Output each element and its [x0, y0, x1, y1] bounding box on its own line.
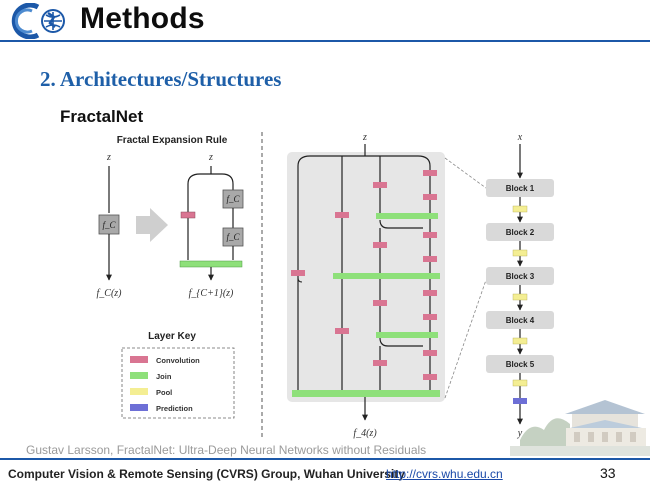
footer-organization: Computer Vision & Remote Sensing (CVRS) … [8, 467, 405, 481]
expansion-rule-title: Fractal Expansion Rule [117, 135, 228, 146]
block-2: Block 2 [486, 223, 554, 241]
z-label-rule: z [208, 152, 213, 163]
page-number: 33 [600, 465, 616, 481]
expansion-arrow-icon [136, 208, 168, 242]
campus-building-watermark [510, 400, 650, 456]
z-label-left: z [106, 152, 111, 163]
slide-title: Methods [80, 2, 205, 35]
svg-text:Prediction: Prediction [156, 404, 193, 413]
layer-key-title: Layer Key [148, 331, 196, 342]
x-label: x [517, 132, 523, 143]
fc-output-label: f_C(z) [97, 288, 123, 299]
svg-text:Pool: Pool [156, 388, 172, 397]
z-label-fractal: z [362, 132, 367, 143]
block-1: Block 1 [486, 179, 554, 197]
footer-rule [0, 458, 650, 460]
legend-prediction: Prediction [130, 404, 193, 413]
legend-join: Join [130, 372, 172, 381]
fc-block-label: f_C [102, 220, 116, 230]
f4-output-label: f_4(z) [353, 428, 377, 439]
svg-text:Join: Join [156, 372, 172, 381]
join-bar [179, 260, 243, 268]
cvrs-globe-logo-icon [11, 3, 65, 39]
figure-citation: Gustav Larsson, FractalNet: Ultra-Deep N… [26, 443, 427, 457]
svg-text:Block 3: Block 3 [506, 272, 535, 281]
svg-text:Convolution: Convolution [156, 356, 200, 365]
layer-key-box [121, 347, 235, 419]
svg-text:Block 4: Block 4 [506, 316, 535, 325]
figure-subtitle: FractalNet [60, 107, 144, 126]
fc1-output-label: f_{C+1}(z) [189, 288, 234, 299]
svg-text:Block 5: Block 5 [506, 360, 535, 369]
svg-text:f_C: f_C [226, 194, 240, 204]
footer-url-link[interactable]: http://cvrs.whu.edu.cn [386, 467, 503, 481]
slide-header: Methods [0, 0, 650, 42]
section-heading: 2. Architectures/Structures [40, 67, 282, 91]
final-join-bar [292, 390, 440, 397]
block-4: Block 4 [486, 311, 554, 329]
block-3: Block 3 [486, 267, 554, 285]
header-rule [0, 40, 650, 42]
fractalnet-figure: Fractal Expansion Rule z f_C f_C(z) z f_… [97, 132, 554, 439]
svg-text:Block 2: Block 2 [506, 228, 535, 237]
svg-text:f_C: f_C [226, 232, 240, 242]
prediction-layer [513, 398, 527, 404]
y-label: y [517, 428, 523, 439]
legend-convolution: Convolution [130, 356, 200, 365]
block-5: Block 5 [486, 355, 554, 373]
svg-text:Block 1: Block 1 [506, 184, 535, 193]
legend-pool: Pool [130, 388, 172, 397]
